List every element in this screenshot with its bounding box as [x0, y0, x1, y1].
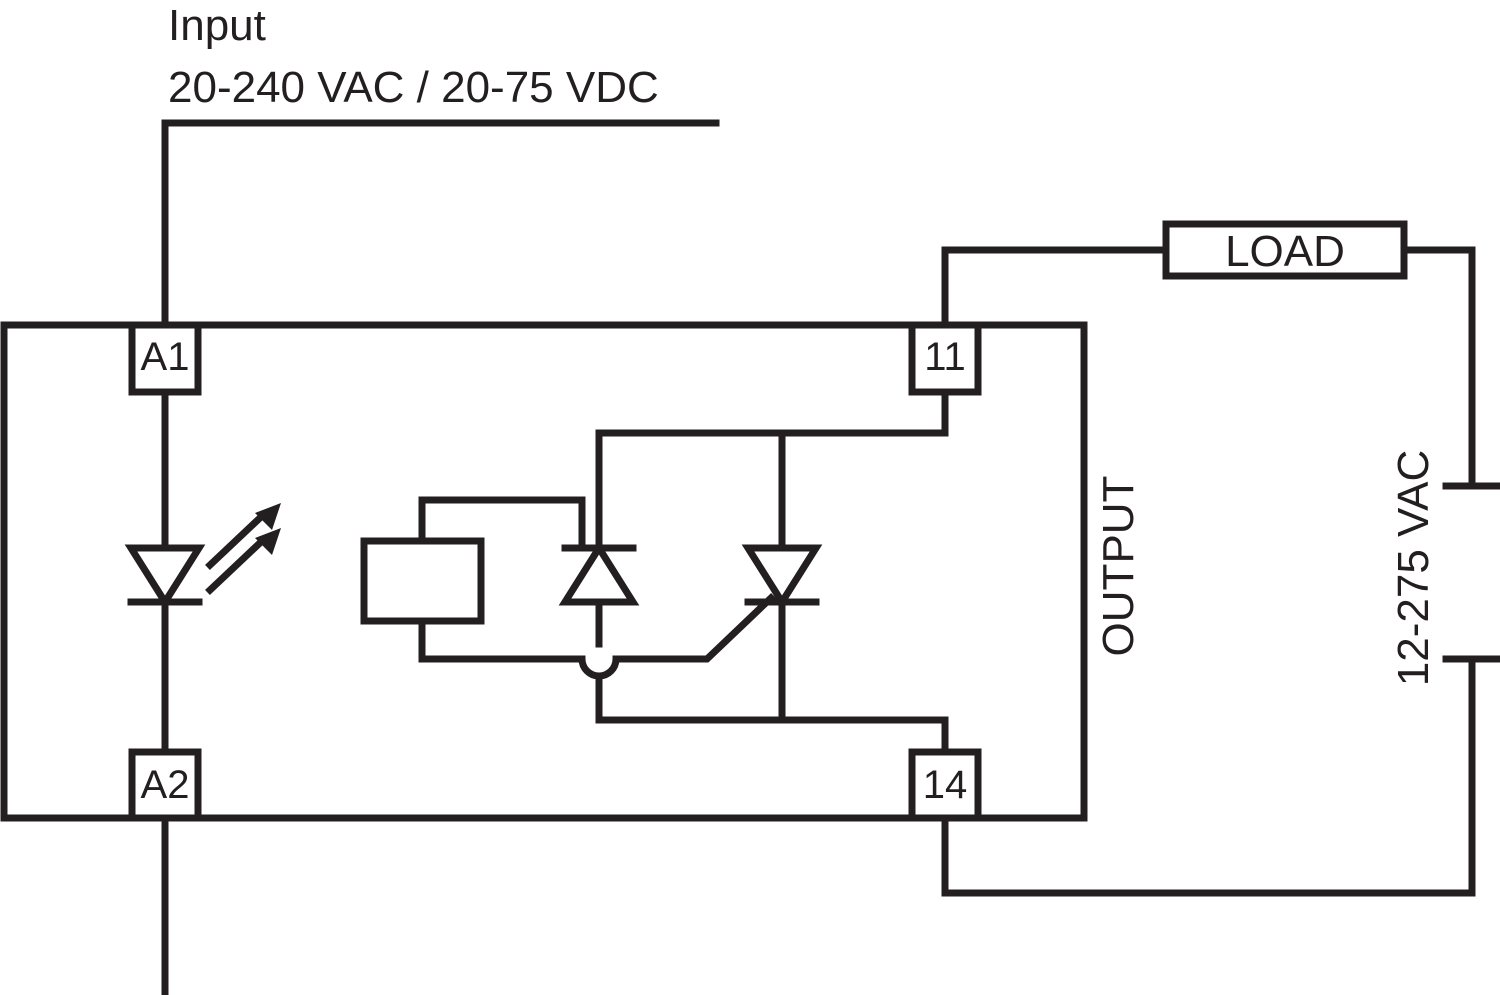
terminal-a2-label: A2	[141, 763, 190, 807]
output-label: OUTPUT	[1094, 476, 1143, 657]
terminal-a1: A1	[128, 321, 202, 396]
thyristor-right	[741, 544, 823, 609]
load-box	[1162, 220, 1408, 280]
terminal-11: 11	[908, 321, 982, 396]
terminal-a1-label: A1	[141, 335, 190, 379]
thyristor-left	[558, 541, 640, 606]
trigger-gate-wire-top	[418, 496, 586, 552]
trigger-gate-wire-bottom	[418, 593, 776, 680]
terminal-14: 14	[908, 748, 982, 822]
terminal-14-label: 14	[923, 763, 968, 807]
input-wire	[161, 119, 720, 329]
input-range: 20-240 VAC / 20-75 VDC	[168, 63, 659, 112]
load-wire-right	[1400, 246, 1476, 490]
terminal14-bus	[595, 674, 949, 756]
terminal11-bus	[595, 388, 949, 552]
load-wire-top	[941, 246, 1170, 329]
input-title: Input	[168, 1, 266, 50]
supply-voltage-label: 12-275 VAC	[1389, 450, 1438, 686]
load-label: LOAD	[1225, 227, 1345, 276]
terminal-11-label: 11	[924, 335, 966, 379]
led-diode-icon	[124, 544, 206, 609]
trigger-circuit-icon	[360, 537, 485, 625]
terminal-a2: A2	[128, 748, 202, 822]
ac-supply-icon	[1442, 482, 1500, 663]
light-emission-arrows-icon	[205, 503, 281, 595]
supply-wire-bottom	[941, 655, 1476, 897]
